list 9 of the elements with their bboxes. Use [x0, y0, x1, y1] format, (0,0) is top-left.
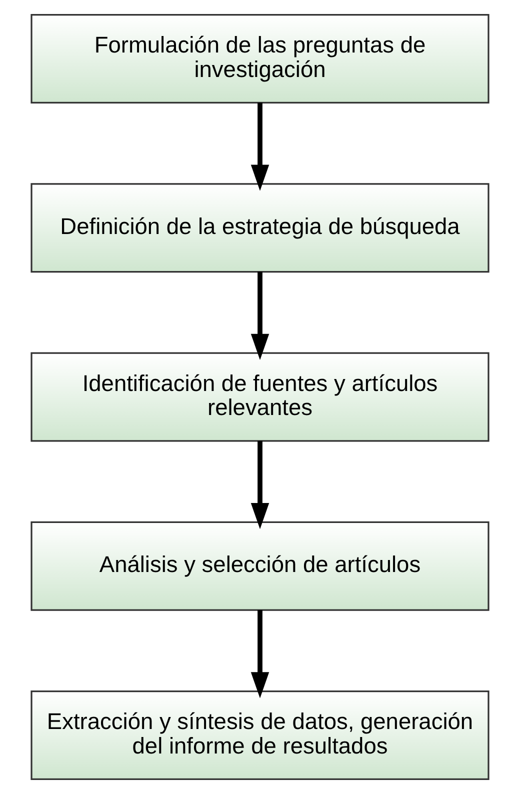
arrow: [250, 610, 269, 698]
arrow: [250, 102, 269, 191]
node-box: Identificación de fuentes y artículos relevantes: [30, 352, 489, 442]
node-box: Definición de la estrategia de búsqueda: [30, 183, 489, 273]
node-box: Análisis y selección de artículos: [30, 521, 489, 611]
node-box: Extracción y síntesis de datos, generación del informe de resultados: [30, 690, 489, 780]
node-box: Formulación de las preguntas de investigación: [30, 14, 489, 104]
arrow: [250, 272, 269, 360]
arrow: [250, 440, 269, 530]
